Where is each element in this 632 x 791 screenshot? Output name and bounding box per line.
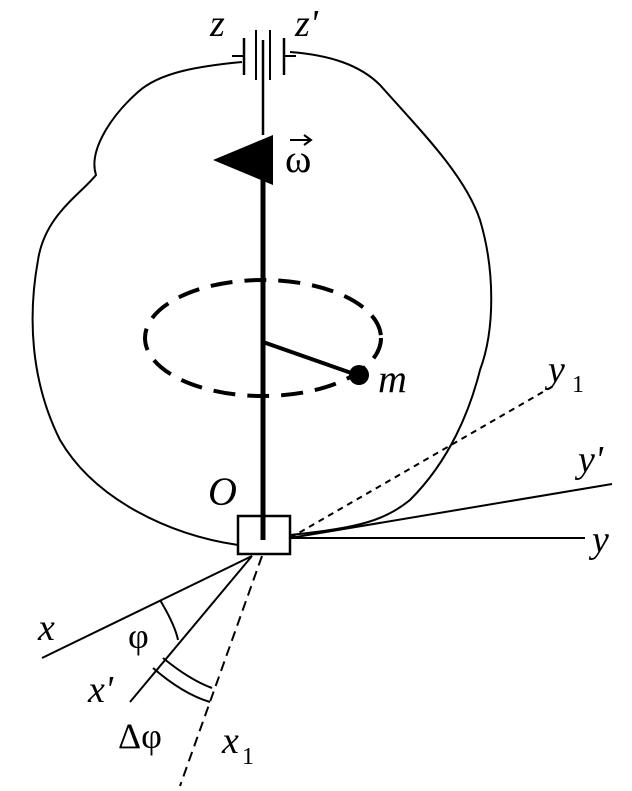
rigid-body-outline	[31, 51, 493, 546]
orbit-ellipse	[143, 278, 383, 398]
label-phi: φ	[128, 616, 149, 656]
label-x-prime: x'	[87, 669, 114, 711]
label-origin: O	[208, 469, 237, 514]
label-delta-phi: Δφ	[118, 716, 162, 756]
label-y1-sub: 1	[572, 372, 584, 398]
label-x1: x	[221, 720, 239, 762]
label-z: z	[209, 3, 225, 45]
omega-vector-arrow-icon	[290, 134, 313, 146]
label-mass: m	[378, 356, 407, 401]
point-mass	[349, 365, 369, 385]
delta-phi-arc-2	[152, 667, 211, 703]
y-prime-axis	[289, 483, 613, 539]
label-z-prime: z'	[294, 3, 319, 45]
label-x1-sub: 1	[242, 744, 254, 770]
radius-line	[262, 340, 358, 377]
y1-axis	[289, 384, 556, 539]
x1-axis	[179, 555, 263, 787]
label-y-prime: y'	[574, 439, 604, 481]
x-axis	[41, 555, 253, 659]
x-prime-axis	[129, 555, 253, 703]
phi-angle-arc	[159, 599, 179, 641]
label-x: x	[37, 607, 55, 649]
delta-phi-arc-1	[162, 657, 213, 689]
label-y: y	[588, 519, 609, 561]
label-y1: y	[544, 349, 565, 391]
